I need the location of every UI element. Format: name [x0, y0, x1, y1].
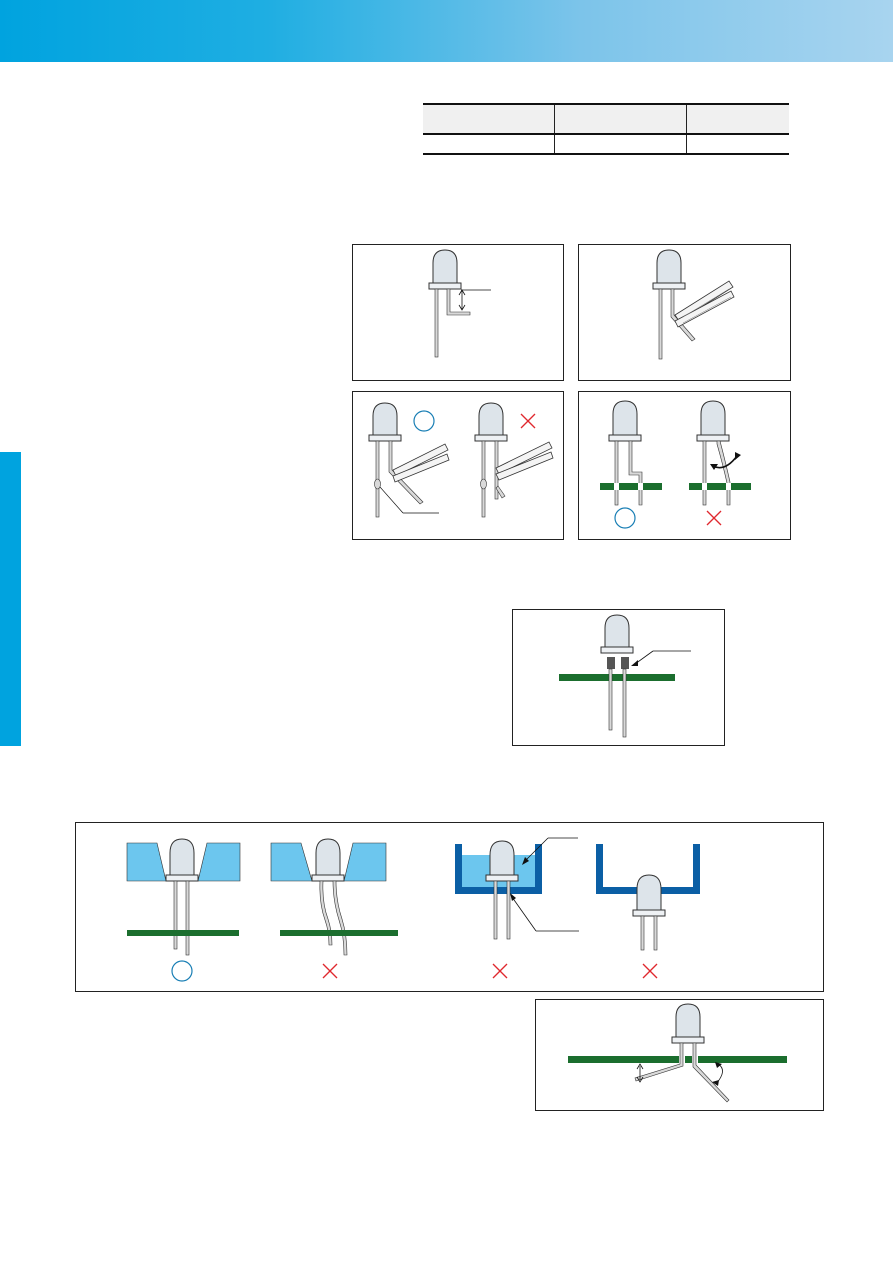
fixture-ng-example-2	[455, 837, 579, 940]
spec-table-header-cell	[554, 104, 687, 135]
ng-cross-icon	[520, 413, 536, 429]
ng-cross-icon	[642, 963, 658, 979]
lead-bent	[446, 288, 471, 316]
led-ok-example	[368, 402, 450, 518]
pcb-hole	[614, 483, 619, 490]
spec-table	[423, 103, 789, 155]
fixture-insertion-diagram	[126, 837, 700, 982]
led-body	[428, 249, 462, 290]
pcb-hole	[702, 483, 707, 490]
header-bar	[0, 0, 893, 62]
spec-table-cell	[554, 134, 687, 154]
spacer-sleeve	[607, 657, 615, 669]
fixture-ng-example-3	[596, 844, 700, 951]
lead	[608, 668, 613, 731]
led-body	[652, 249, 686, 290]
post-mount-bending-diagram	[568, 1003, 787, 1103]
pcb-board	[689, 483, 751, 490]
spec-table-cell	[687, 134, 790, 154]
spec-table-header-cell	[686, 104, 789, 135]
figure-fixture-insertion	[75, 822, 824, 992]
spacer-mounting-diagram	[559, 614, 691, 738]
pcb-board	[568, 1056, 787, 1063]
ok-circle-icon	[171, 960, 193, 982]
lead-bent-right	[692, 1042, 730, 1103]
figure-post-mount-bending	[535, 999, 824, 1111]
ng-cross-icon	[706, 510, 722, 526]
spec-table-header-cell	[423, 104, 555, 135]
lead-forming-distance-diagram	[428, 249, 491, 358]
spec-table-header-row	[423, 104, 789, 135]
pcb-board	[559, 674, 675, 681]
fixture-ng-example-1	[270, 838, 398, 956]
led-ng-example	[696, 400, 731, 506]
lead-holding-diagram	[368, 402, 554, 518]
fixture-ok-example	[126, 838, 241, 956]
led-body	[671, 1003, 705, 1044]
led-ng-example	[474, 402, 554, 518]
figure-mounting-stress	[578, 391, 791, 540]
ng-cross-icon	[322, 963, 338, 979]
figure-lead-forming-distance	[352, 244, 564, 381]
stress-arrowheads	[710, 452, 741, 470]
lead-straight	[658, 288, 663, 360]
angle-arrowheads	[636, 1063, 644, 1083]
mounting-stress-diagram	[600, 400, 751, 529]
figure-lead-bending-tool	[578, 244, 791, 381]
lead-bending-tool-diagram	[652, 249, 735, 360]
spacer-sleeve	[621, 657, 629, 669]
spec-table-cell	[423, 134, 555, 154]
spec-table-row	[423, 134, 789, 154]
lead	[622, 668, 627, 738]
ng-cross-icon	[492, 963, 508, 979]
ok-circle-icon	[614, 507, 636, 529]
led-body	[600, 614, 634, 654]
lead-straight	[434, 288, 439, 358]
figure-lead-holding	[352, 391, 564, 540]
pcb-hole	[726, 483, 731, 490]
led-ok-example	[608, 400, 643, 506]
pcb-hole	[638, 483, 643, 490]
figure-spacer-mounting	[512, 609, 725, 746]
ok-circle-icon	[413, 410, 435, 432]
side-tab	[0, 452, 21, 746]
pcb-board	[600, 483, 662, 490]
pliers-icon	[674, 280, 735, 328]
angle-arc-arrowheads	[712, 1062, 722, 1086]
lead-bent	[670, 288, 696, 342]
leader-arrowhead	[631, 660, 638, 666]
